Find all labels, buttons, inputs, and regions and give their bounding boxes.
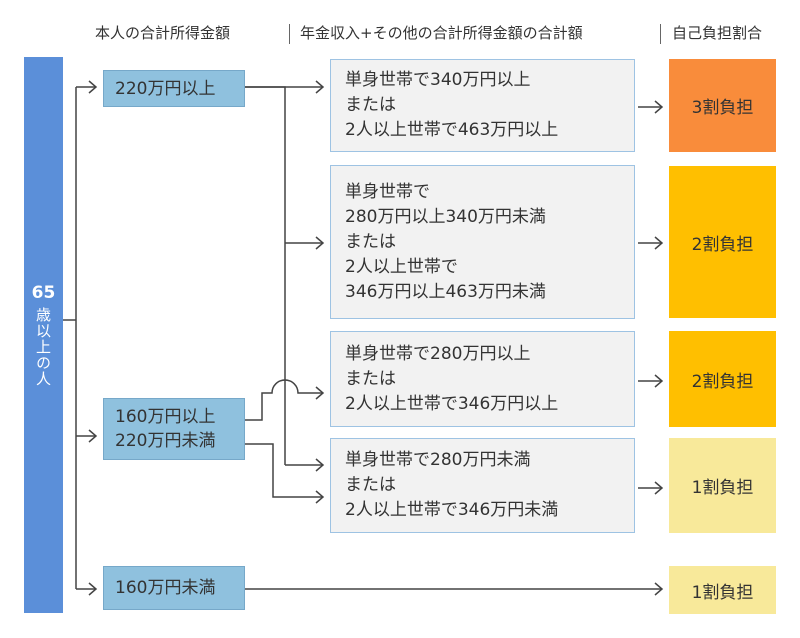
arrow-head [315, 80, 325, 94]
age-65-plus-bar: 65 歳以上の人 [24, 57, 63, 613]
result-box-3wari: 3割負担 [669, 59, 776, 152]
arrow-head [315, 386, 325, 400]
condition-box-1wari: 単身世帯で280万円未満 または 2人以上世帯で346万円未満 [330, 438, 635, 533]
connector-160-220-to-cond-4 [245, 443, 322, 498]
condition-box-3wari: 単身世帯で340万円以上 または 2人以上世帯で463万円以上 [330, 59, 635, 152]
condition-line: 2人以上世帯で [345, 256, 458, 277]
condition-line: 2人以上世帯で346万円以上 [345, 393, 559, 414]
condition-line: 単身世帯で340万円以上 [345, 70, 531, 90]
header-divider [289, 24, 290, 44]
arrow-head [88, 429, 98, 443]
income-line: 160万円以上 [115, 407, 216, 427]
header-pension: 年金収入+その他の合計所得金額の合計額 [300, 24, 583, 42]
arrow-head [654, 100, 664, 114]
arrow-head [654, 374, 664, 388]
arrow-head [315, 490, 325, 504]
connector-220-trunk [245, 86, 286, 465]
arrow-head [88, 80, 98, 94]
result-label: 1割負担 [691, 478, 754, 498]
arrow-head [315, 236, 325, 250]
arrowheads [88, 80, 664, 596]
connector-paths [63, 86, 661, 590]
connector-160-220-to-cond-3 [245, 379, 322, 421]
income-box-220-plus: 220万円以上 [103, 70, 245, 107]
condition-line: 346万円以上463万円未満 [345, 281, 546, 302]
income-line: 220万円以上 [115, 78, 216, 99]
result-box-2wari-b: 2割負担 [669, 331, 776, 427]
condition-line: 280万円以上340万円未満 [345, 206, 546, 227]
result-box-1wari-b: 1割負担 [669, 566, 776, 614]
arrow-head [654, 236, 664, 250]
result-label: 2割負担 [691, 371, 754, 392]
result-box-2wari-a: 2割負担 [669, 166, 776, 318]
income-line: 160万円未満 [115, 578, 216, 598]
arrow-head [315, 458, 325, 472]
condition-line: 単身世帯で [345, 181, 430, 202]
income-box-160-220: 160万円以上 220万円未満 [103, 398, 245, 460]
income-line: 220万円未満 [115, 431, 216, 451]
header-income: 本人の合計所得金額 [95, 24, 231, 42]
age-number: 65 [31, 283, 56, 303]
condition-line: または [345, 475, 396, 495]
arrow-head [88, 582, 98, 596]
condition-line: または [345, 368, 396, 389]
result-label: 1割負担 [691, 582, 754, 603]
income-box-under-160: 160万円未満 [103, 566, 245, 610]
condition-line: 単身世帯で280万円未満 [345, 450, 531, 470]
result-box-1wari-a: 1割負担 [669, 438, 776, 533]
condition-box-2wari-b: 単身世帯で280万円以上 または 2人以上世帯で346万円以上 [330, 331, 635, 427]
arrow-head [654, 582, 664, 596]
result-label: 2割負担 [691, 234, 754, 255]
condition-line: 2人以上世帯で463万円以上 [345, 120, 559, 140]
condition-line: 単身世帯で280万円以上 [345, 343, 531, 364]
condition-line: または [345, 95, 396, 115]
header-divider [660, 24, 661, 44]
condition-line: または [345, 231, 396, 252]
age-label: 歳以上の人 [34, 307, 52, 387]
condition-box-2wari-a: 単身世帯で 280万円以上340万円未満 または 2人以上世帯で 346万円以上… [330, 165, 635, 319]
arrow-head [654, 481, 664, 495]
condition-line: 2人以上世帯で346万円未満 [345, 500, 559, 520]
result-label: 3割負担 [691, 98, 754, 118]
header-ratio: 自己負担割合 [672, 24, 763, 42]
